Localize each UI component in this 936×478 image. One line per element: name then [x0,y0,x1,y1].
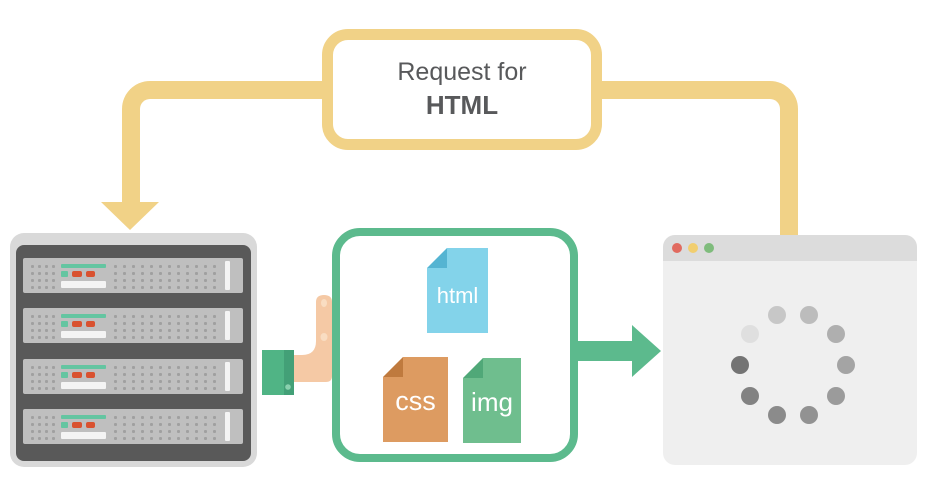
file-icon-img: img [463,358,521,443]
fingernail [321,299,327,307]
status-bar-green [61,365,106,369]
request-label-box: Request for HTML [322,29,602,150]
led-red [72,372,82,378]
browser-window [663,235,917,465]
hand-arm-finger-shape [293,295,332,382]
drive-slot [61,281,106,288]
file-fold-corner [463,358,483,378]
server-unit [23,258,243,293]
vent-grid-right [111,263,222,290]
side-panel-bar [225,261,230,290]
traffic-light-red [672,243,682,253]
spinner-dot [767,305,786,324]
sleeve-cuff-edge [284,350,294,395]
vent-grid-right [111,364,222,391]
server-unit [23,409,243,444]
hand-pointing-icon [262,295,332,395]
led-green [61,422,68,428]
drive-slot [61,382,106,389]
response-arrow-shaft [578,341,634,361]
led-red [72,422,82,428]
spinner-dot [837,356,855,374]
led-red [86,372,95,378]
led-red [86,422,95,428]
led-red [72,271,82,277]
traffic-light-green [704,243,714,253]
spinner-dot [800,406,819,425]
side-panel-bar [225,362,230,391]
led-green [61,321,68,327]
spinner-dot [826,324,845,343]
led-red [86,321,95,327]
file-label: css [395,386,436,416]
vent-grid-right [111,414,222,441]
spinner-dot [741,387,760,406]
vent-grid-left [29,414,58,441]
request-arrowhead-down-icon [101,202,159,230]
response-arrowhead-right-icon [632,325,661,377]
request-text-line1: Request for [397,58,527,87]
led-green [61,271,68,277]
file-fold-corner [427,248,447,268]
spinner-dot [826,387,845,406]
led-red [72,321,82,327]
vent-grid-left [29,364,58,391]
led-red [86,271,95,277]
spinner-dot [741,324,760,343]
request-text-line2: HTML [425,89,499,120]
side-panel-bar [225,311,230,340]
server-unit [23,359,243,394]
response-files-box: html css img [332,228,578,462]
browser-titlebar [663,235,917,261]
knuckle-mark [320,333,328,341]
loading-spinner-icon [663,235,917,465]
drive-slot [61,331,106,338]
spinner-dot [800,305,819,324]
vent-grid-left [29,263,58,290]
status-bar-green [61,264,106,268]
file-label: img [471,387,513,417]
file-icon-html: html [427,248,488,333]
server-rack-icon [10,233,257,467]
file-fold-corner [383,357,403,377]
file-label: html [436,282,479,308]
request-connector-right [592,81,798,235]
spinner-dot [731,356,749,374]
spinner-dot [767,406,786,425]
traffic-light-yellow [688,243,698,253]
server-unit [23,308,243,343]
vent-grid-right [111,313,222,340]
sleeve-button [285,384,291,390]
status-bar-green [61,415,106,419]
vent-grid-left [29,313,58,340]
request-connector-left [122,81,332,206]
server-rack-body [16,245,251,461]
side-panel-bar [225,412,230,441]
led-green [61,372,68,378]
status-bar-green [61,314,106,318]
file-icon-css: css [383,357,448,442]
drive-slot [61,432,106,439]
